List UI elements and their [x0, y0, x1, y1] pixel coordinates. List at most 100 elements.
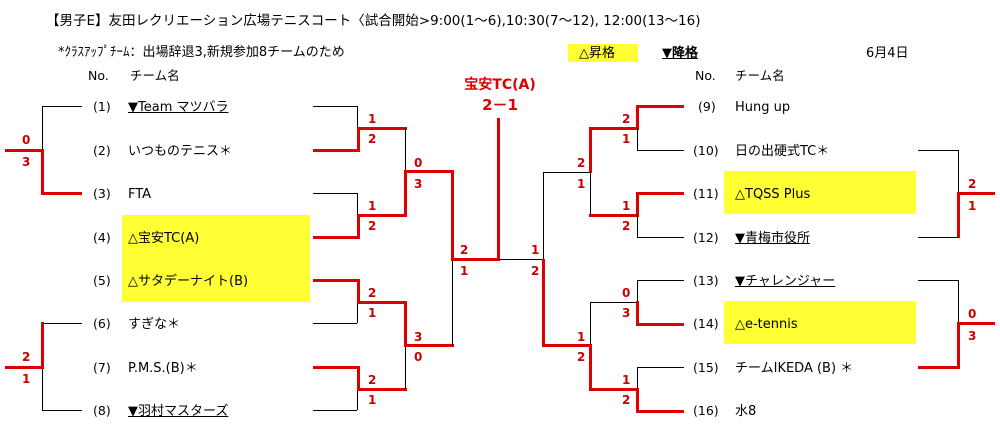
score: 3: [414, 330, 423, 344]
team-no-13: (13): [693, 273, 719, 288]
team-no-9: (9): [698, 99, 716, 114]
champion-score: 2－1: [482, 96, 518, 114]
bracket-line-winner: [357, 279, 360, 303]
bracket-line-winner: [636, 323, 684, 326]
score: 2: [968, 177, 977, 191]
team-no-14: (14): [693, 316, 719, 331]
bracket-line-winner: [957, 192, 960, 238]
team-no-1: (1): [93, 99, 111, 114]
bracket-line: [637, 367, 638, 390]
bracket-line: [637, 150, 684, 151]
bracket-line-winner: [357, 215, 360, 239]
score: 2: [622, 219, 631, 233]
score: 1: [368, 393, 377, 407]
team-name-10: 日の出硬式TC＊: [735, 144, 830, 159]
relegate-label: ▼降格: [662, 46, 698, 61]
bracket-line: [543, 172, 544, 260]
score: 1: [460, 264, 469, 278]
score: 2: [368, 132, 377, 146]
score: 1: [531, 243, 540, 257]
bracket-line: [313, 193, 357, 194]
bracket-line-winner: [404, 170, 454, 173]
bracket-line: [42, 323, 82, 324]
team-no-2: (2): [93, 143, 111, 158]
team-no-10: (10): [693, 143, 719, 158]
column-team-left: チーム名: [130, 68, 180, 83]
bracket-line: [357, 193, 358, 215]
score: 3: [622, 306, 631, 320]
score: 0: [622, 286, 631, 300]
bracket-line-winner: [404, 301, 407, 346]
bracket-line-winner: [313, 236, 360, 239]
bracket-line: [405, 128, 406, 172]
team-name-16: 水8: [735, 404, 757, 419]
team-name-1: ▼Team マツバラ: [128, 100, 229, 115]
bracket-line-winner: [957, 192, 995, 195]
team-no-15: (15): [693, 360, 719, 375]
score: 0: [414, 156, 423, 170]
bracket-line: [313, 410, 357, 411]
bracket-line-winner: [636, 410, 684, 413]
date-label: 6月4日: [866, 46, 909, 61]
team-no-5: (5): [93, 273, 111, 288]
bracket-line-winner: [313, 279, 360, 282]
bracket-line-winner: [589, 127, 639, 130]
score: 2: [368, 373, 377, 387]
bracket-line-winner: [542, 344, 592, 347]
bracket-line: [637, 280, 638, 303]
score: 2: [22, 350, 31, 364]
team-name-5: △サタデーナイト(B): [128, 274, 249, 289]
bracket-line-winner: [451, 170, 454, 261]
score: 2: [577, 156, 586, 170]
score: 1: [22, 372, 31, 386]
team-name-9: Hung up: [735, 100, 791, 115]
bracket-line-winner: [5, 149, 44, 152]
champion-team: 宝安TC(A): [464, 77, 536, 93]
team-name-8: ▼羽村マスターズ: [128, 404, 229, 419]
score: 3: [22, 155, 31, 169]
bracket-line: [918, 280, 958, 281]
bracket-line-winner: [636, 301, 639, 326]
team-no-8: (8): [93, 403, 111, 418]
team-no-12: (12): [693, 230, 719, 245]
bracket-line-winner: [357, 214, 407, 217]
score: 2: [368, 286, 377, 300]
bracket-line: [405, 345, 406, 389]
bracket-line-winner: [589, 214, 639, 217]
team-name-15: チームIKEDA (B) ＊: [735, 361, 854, 376]
bracket-line-winner: [636, 388, 639, 413]
score: 1: [368, 112, 377, 126]
bracket-line-winner: [313, 149, 360, 152]
score: 2: [622, 112, 631, 126]
bracket-line-winner: [589, 128, 592, 173]
bracket-line-winner: [451, 258, 500, 261]
bracket-line: [958, 280, 959, 324]
bracket-line: [637, 215, 638, 238]
bracket-line: [590, 172, 591, 216]
column-no-right: No.: [695, 68, 716, 83]
team-no-16: (16): [693, 403, 719, 418]
team-name-13: ▼チャレンジャー: [735, 274, 836, 289]
champion-line: [497, 118, 500, 261]
bracket-line-winner: [636, 192, 639, 217]
score: 1: [622, 199, 631, 213]
header-note: *ｸﾗｽｱｯﾌﾟﾁｰﾑ：出場辞退3,新規参加8チームのため: [58, 45, 345, 60]
bracket-line: [918, 150, 958, 151]
score: 1: [968, 199, 977, 213]
bracket-line-winner: [41, 322, 44, 368]
bracket-line-winner: [41, 192, 82, 195]
team-name-14: △e-tennis: [735, 317, 798, 332]
bracket-line: [357, 106, 358, 128]
bracket-line: [637, 237, 684, 238]
team-name-4: △宝安TC(A): [128, 231, 200, 246]
bracket-line: [543, 172, 590, 173]
bracket-line-winner: [357, 388, 407, 391]
score: 0: [414, 350, 423, 364]
score: 0: [968, 307, 977, 321]
bracket-line: [357, 301, 358, 323]
team-no-7: (7): [93, 360, 111, 375]
team-name-6: すぎな＊: [128, 317, 181, 332]
promote-label: △昇格: [579, 46, 615, 61]
bracket-line-winner: [636, 192, 684, 195]
